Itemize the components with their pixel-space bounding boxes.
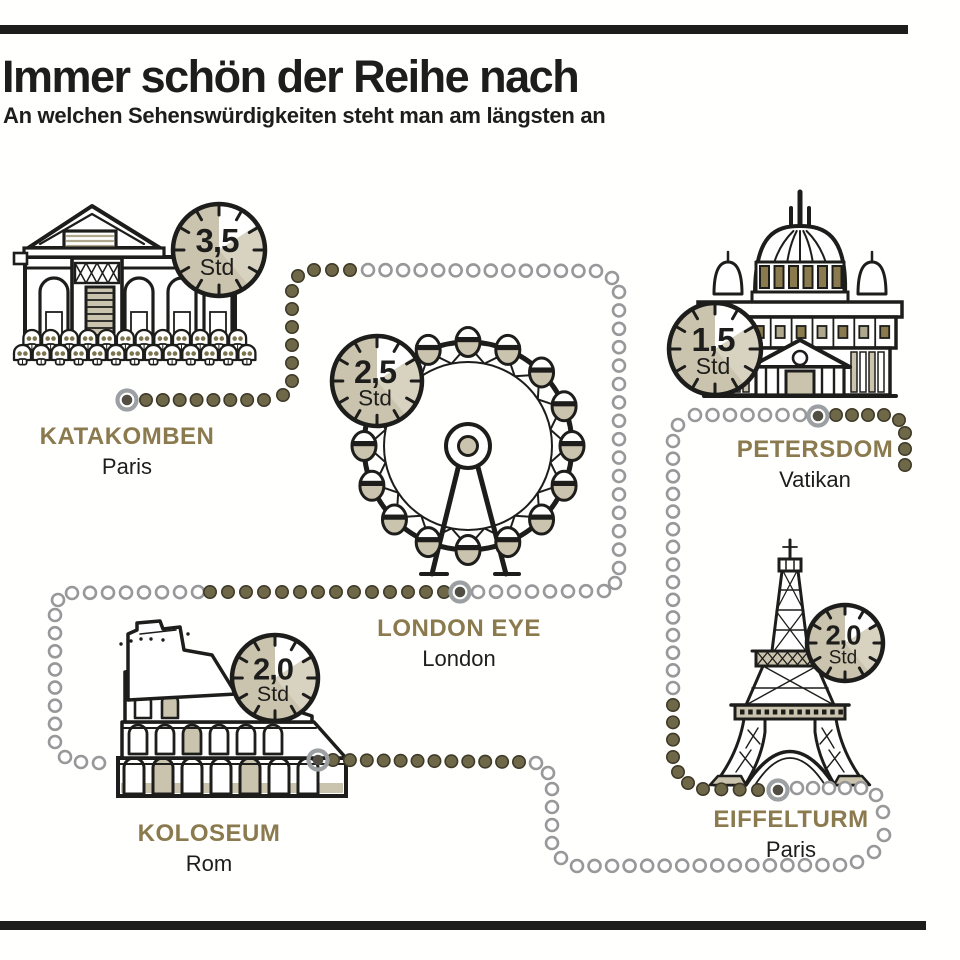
entrance-marker-london-eye <box>448 580 472 604</box>
entrance-marker-petersdom <box>806 404 830 428</box>
attraction-name: KATAKOMBEN <box>39 423 215 450</box>
attraction-name: KOLOSEUM <box>137 820 281 847</box>
clock-unit-label: Std <box>200 254 235 280</box>
page-subtitle: An welchen Sehenswürdigkeiten steht man … <box>3 103 606 128</box>
attraction-name: LONDON EYE <box>377 615 541 642</box>
attraction-name: PETERSDOM <box>736 436 894 463</box>
attraction-label-koloseum: KOLOSEUM Rom <box>138 820 281 876</box>
clock-hours-value: 2,5 <box>354 354 397 390</box>
illustration-eiffelturm <box>708 538 872 787</box>
clock-unit-label: Std <box>358 385 392 410</box>
attraction-label-eiffelturm: EIFFELTURM Paris <box>713 806 868 862</box>
illustration-katakomben <box>12 204 257 366</box>
attraction-label-petersdom: PETERSDOM Vatikan <box>737 436 894 492</box>
entrance-marker-katakomben <box>115 388 139 412</box>
attraction-city: Rom <box>185 850 233 876</box>
illustration-london-eye <box>350 326 586 577</box>
illustration-koloseum <box>116 619 348 798</box>
clock-unit-label: Std <box>696 353 731 379</box>
clock-hours-value: 2,0 <box>253 652 293 687</box>
clock-unit-label: Std <box>829 648 858 669</box>
clock-unit-label: Std <box>257 682 289 706</box>
attraction-city: Paris <box>101 453 153 479</box>
entrance-markers <box>115 388 830 802</box>
attraction-label-katakomben: KATAKOMBEN Paris <box>40 423 215 479</box>
bottom-rule <box>0 921 926 930</box>
entrance-marker-koloseum <box>306 748 330 772</box>
attraction-city: Vatikan <box>779 466 851 492</box>
attraction-city: Paris <box>765 836 817 862</box>
clock-hours-value: 3,5 <box>195 223 239 260</box>
clock-hours-value: 2,0 <box>825 620 861 651</box>
entrance-marker-eiffelturm <box>766 778 790 802</box>
attraction-city: London <box>422 645 496 671</box>
clock-hours-value: 1,5 <box>691 322 735 359</box>
attraction-label-london-eye: LONDON EYE London <box>377 615 541 671</box>
queue-path-dots <box>47 262 912 874</box>
top-rule <box>0 25 908 34</box>
page-title: Immer schön der Reihe nach <box>2 51 580 102</box>
attraction-name: EIFFELTURM <box>713 806 869 833</box>
